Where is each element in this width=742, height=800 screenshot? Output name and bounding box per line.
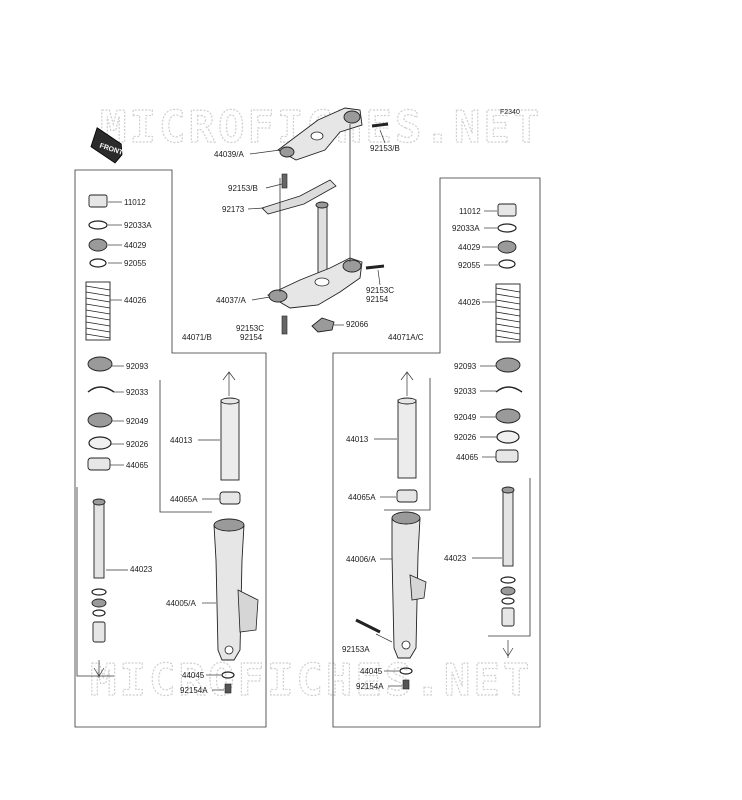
- label-right-damper: 44023: [444, 554, 467, 563]
- label-bolt-upper-right: 92153/B: [370, 144, 400, 153]
- right-collar: [497, 240, 517, 254]
- upper-bracket: [277, 107, 363, 161]
- left-fork-frame: [74, 169, 267, 728]
- right-inner-tube: [397, 397, 417, 479]
- right-bolt: [402, 679, 410, 690]
- right-damper: [500, 486, 516, 627]
- steering-stem: [315, 201, 329, 274]
- left-ring: [89, 258, 107, 268]
- right-ring: [498, 259, 516, 269]
- upper-left-bolt: [281, 173, 288, 189]
- label-left-guide-bush: 44065A: [170, 495, 198, 504]
- label-clamp: 92173: [222, 205, 245, 214]
- right-circlip: [495, 386, 523, 393]
- label-left-seal: 92093: [126, 362, 149, 371]
- lower-bracket: [267, 257, 363, 309]
- label-bolt-lower-left-a: 92153C: [236, 324, 264, 333]
- label-left-bushing: 44065: [126, 461, 149, 470]
- label-left-outer-tube: 44005/A: [166, 599, 196, 608]
- label-bolt-lower-right-b: 92154: [366, 295, 389, 304]
- right-guide-bush: [396, 489, 418, 503]
- label-left-inner-tube: 44013: [170, 436, 193, 445]
- label-right-axle-bolt: 92153A: [342, 645, 370, 654]
- left-cap: [88, 194, 108, 208]
- right-seal: [495, 357, 521, 373]
- label-right-washer: 92026: [454, 433, 477, 442]
- label-left-circlip: 92033: [126, 388, 149, 397]
- label-lower-bracket: 44037/A: [216, 296, 246, 305]
- right-oil-seal: [495, 408, 521, 424]
- label-right-gasket: 44045: [360, 667, 383, 676]
- label-right-oring: 92033A: [452, 224, 480, 233]
- wire-clamp: [261, 179, 337, 215]
- left-spring: [85, 281, 111, 341]
- left-inner-tube: [220, 397, 240, 481]
- label-left-bolt: 92154A: [180, 686, 208, 695]
- left-outer-tube: [213, 518, 259, 661]
- left-gasket: [221, 671, 235, 679]
- lower-right-bolt: [365, 264, 385, 270]
- label-left-collar: 44029: [124, 241, 147, 250]
- explode-arrows: [93, 371, 514, 678]
- right-washer: [496, 430, 520, 444]
- label-right-assembly: 44071A/C: [388, 333, 424, 342]
- label-left-cap: 11012: [124, 198, 146, 207]
- right-outer-tube: [391, 511, 427, 659]
- left-oring: [88, 220, 108, 230]
- left-damper: [91, 498, 107, 643]
- label-right-outer-tube: 44006/A: [346, 555, 376, 564]
- right-spring: [495, 283, 521, 343]
- right-oring: [497, 223, 517, 233]
- lower-left-bolt: [281, 315, 288, 335]
- right-gasket: [399, 667, 413, 675]
- label-right-collar: 44029: [458, 243, 481, 252]
- right-axle-bolt: [355, 618, 381, 634]
- label-left-washer: 92026: [126, 440, 149, 449]
- label-right-circlip: 92033: [454, 387, 477, 396]
- label-right-guide-bush: 44065A: [348, 493, 376, 502]
- right-cap: [497, 203, 517, 217]
- watermark-bottom: MICROFICHES.NET: [90, 655, 532, 706]
- label-bolt-lower-right-a: 92153C: [366, 286, 394, 295]
- left-guide-bush: [219, 491, 241, 505]
- left-oil-seal: [87, 412, 113, 428]
- label-bolt-lower-left-b: 92154: [240, 333, 263, 342]
- front-arrow-icon: FRONT: [90, 127, 124, 164]
- label-left-oil-seal: 92049: [126, 417, 149, 426]
- label-left-assembly: 44071/B: [182, 333, 212, 342]
- label-right-bolt: 92154A: [356, 682, 384, 691]
- left-collar: [88, 238, 108, 252]
- stem-nut: [311, 317, 335, 333]
- label-right-cap: 11012: [459, 207, 481, 216]
- label-left-damper: 44023: [130, 565, 153, 574]
- label-bolt-upper-left: 92153/B: [228, 184, 258, 193]
- label-nut: 92066: [346, 320, 369, 329]
- left-bushing: [87, 457, 111, 471]
- left-bolt: [224, 683, 232, 694]
- left-seal: [87, 356, 113, 372]
- label-left-ring: 92055: [124, 259, 147, 268]
- left-washer: [88, 436, 112, 450]
- diagram-code: F2340: [500, 109, 520, 116]
- label-right-spring: 44026: [458, 298, 481, 307]
- label-right-seal: 92093: [454, 362, 477, 371]
- label-left-spring: 44026: [124, 296, 147, 305]
- label-right-oil-seal: 92049: [454, 413, 477, 422]
- right-fork-frame: [332, 177, 541, 728]
- label-right-bushing: 44065: [456, 453, 479, 462]
- label-right-ring: 92055: [458, 261, 481, 270]
- label-upper-bracket: 44039/A: [214, 150, 244, 159]
- label-right-inner-tube: 44013: [346, 435, 369, 444]
- label-left-gasket: 44045: [182, 671, 205, 680]
- label-left-oring: 92033A: [124, 221, 152, 230]
- upper-bolt: [371, 122, 389, 128]
- right-bushing: [495, 449, 519, 463]
- left-circlip: [87, 386, 115, 393]
